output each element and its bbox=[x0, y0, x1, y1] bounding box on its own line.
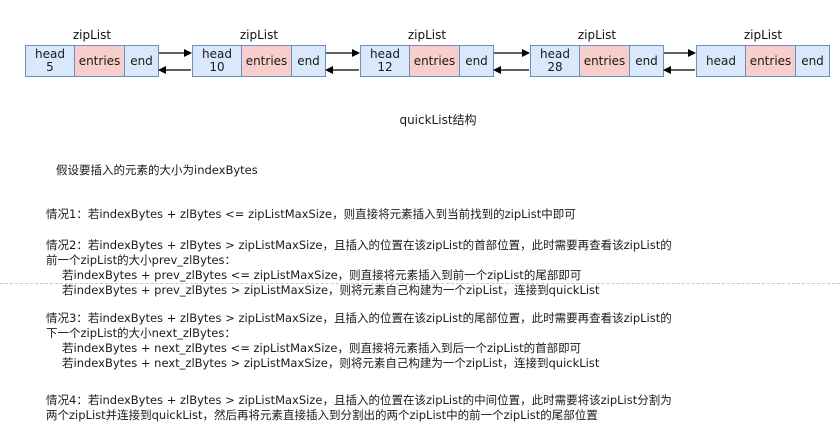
head-cell: head 5 bbox=[25, 45, 75, 77]
head-cell: head 28 bbox=[530, 45, 580, 77]
ziplist-title-5: zipList bbox=[743, 28, 783, 42]
head-label: head bbox=[540, 47, 570, 61]
ziplist-node-2: head 10 entries end bbox=[192, 45, 326, 77]
page-divider bbox=[0, 283, 840, 284]
ziplist-title-4: zipList bbox=[577, 28, 617, 42]
entries-cell: entries bbox=[242, 45, 292, 77]
case2-line2: 前一个zipList的大小prev_zlBytes： bbox=[46, 253, 237, 267]
ziplist-node-5: head entries end bbox=[696, 45, 830, 77]
head-value: 28 bbox=[547, 60, 563, 74]
case3-sub1: 若indexBytes + next_zlBytes <= zipListMax… bbox=[62, 341, 582, 355]
end-cell: end bbox=[630, 45, 664, 77]
case3-sub2: 若indexBytes + next_zlBytes > zipListMaxS… bbox=[62, 356, 600, 370]
head-cell: head bbox=[696, 45, 746, 77]
ziplist-title-1: zipList bbox=[72, 28, 112, 42]
intro-text: 假设要插入的元素的大小为indexBytes bbox=[56, 163, 258, 177]
ziplist-title-2: zipList bbox=[239, 28, 279, 42]
end-cell: end bbox=[796, 45, 830, 77]
entries-cell: entries bbox=[746, 45, 796, 77]
case1-text: 情况1：若indexBytes + zlBytes <= zipListMaxS… bbox=[46, 207, 576, 221]
entries-cell: entries bbox=[580, 45, 630, 77]
end-cell: end bbox=[460, 45, 494, 77]
end-cell: end bbox=[292, 45, 326, 77]
link-arrows bbox=[158, 49, 696, 74]
entries-cell: entries bbox=[410, 45, 460, 77]
diagram-caption: quickList结构 bbox=[399, 113, 477, 127]
head-cell: head 12 bbox=[360, 45, 410, 77]
end-cell: end bbox=[125, 45, 159, 77]
head-label: head bbox=[706, 53, 736, 68]
head-value: 5 bbox=[46, 60, 54, 74]
ziplist-node-1: head 5 entries end bbox=[25, 45, 159, 77]
case3-line2: 下一个zipList的大小next_zlBytes： bbox=[46, 326, 236, 340]
entries-cell: entries bbox=[75, 45, 125, 77]
head-cell: head 10 bbox=[192, 45, 242, 77]
head-value: 10 bbox=[209, 60, 225, 74]
case2-sub2: 若indexBytes + prev_zlBytes > zipListMaxS… bbox=[62, 283, 600, 297]
case4-line1: 情况4：若indexBytes + zlBytes > zipListMaxSi… bbox=[46, 393, 672, 407]
case2-line1: 情况2：若indexBytes + zlBytes > zipListMaxSi… bbox=[46, 238, 672, 252]
ziplist-node-4: head 28 entries end bbox=[530, 45, 664, 77]
case4-line2: 两个zipList并连接到quickList，然后再将元素直接插入到分割出的两个… bbox=[46, 408, 598, 422]
head-label: head bbox=[370, 47, 400, 61]
head-label: head bbox=[202, 47, 232, 61]
ziplist-title-3: zipList bbox=[407, 28, 447, 42]
case2-sub1: 若indexBytes + prev_zlBytes <= zipListMax… bbox=[62, 268, 582, 282]
ziplist-node-3: head 12 entries end bbox=[360, 45, 494, 77]
case3-line1: 情况3：若indexBytes + zlBytes > zipListMaxSi… bbox=[46, 311, 672, 325]
head-label: head bbox=[35, 47, 65, 61]
head-value: 12 bbox=[377, 60, 393, 74]
